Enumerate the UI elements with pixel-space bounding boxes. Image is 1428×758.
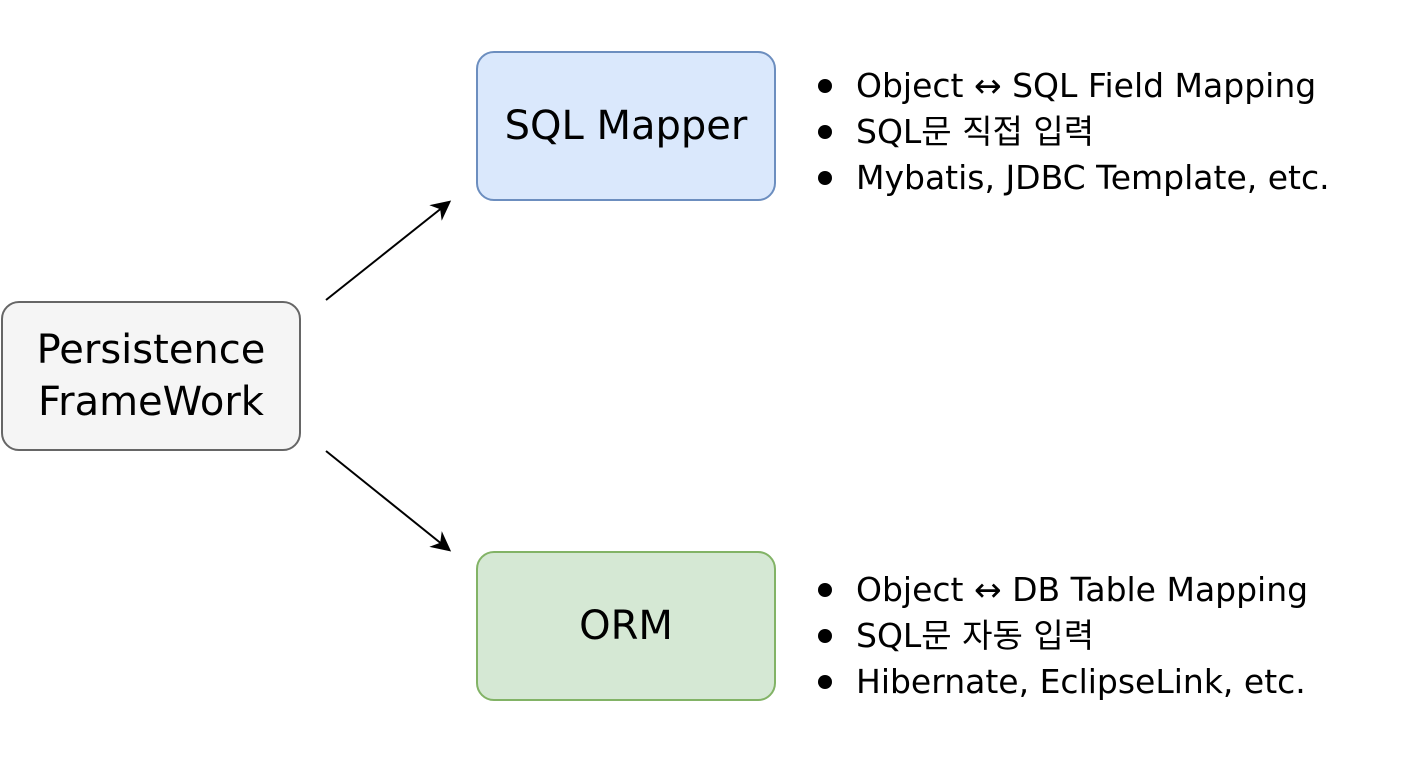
orm-node: ORM (476, 551, 776, 701)
sql-mapper-bullet-list: Object ↔ SQL Field Mapping SQL문 직접 입력 My… (808, 63, 1330, 201)
bullet-icon (818, 79, 832, 93)
persistence-framework-node: Persistence FrameWork (1, 301, 301, 451)
list-item: SQL문 직접 입력 (808, 109, 1330, 155)
bullet-icon (818, 171, 832, 185)
arrow-to-orm (325, 450, 452, 552)
bullet-icon (818, 583, 832, 597)
arrow-to-sql-mapper (325, 200, 452, 301)
root-label-line2: FrameWork (38, 379, 264, 425)
root-label-line1: Persistence (36, 327, 266, 373)
bullet-icon (818, 675, 832, 689)
sql-mapper-title: SQL Mapper (504, 103, 748, 149)
orm-bullet-list: Object ↔ DB Table Mapping SQL문 자동 입력 Hib… (808, 567, 1308, 705)
list-item: Mybatis, JDBC Template, etc. (808, 155, 1330, 201)
sql-mapper-node: SQL Mapper (476, 51, 776, 201)
orm-title: ORM (579, 603, 673, 649)
list-item: SQL문 자동 입력 (808, 613, 1308, 659)
list-item: Object ↔ DB Table Mapping (808, 567, 1308, 613)
list-item: Hibernate, EclipseLink, etc. (808, 659, 1308, 705)
bullet-icon (818, 629, 832, 643)
bullet-icon (818, 125, 832, 139)
list-item: Object ↔ SQL Field Mapping (808, 63, 1330, 109)
